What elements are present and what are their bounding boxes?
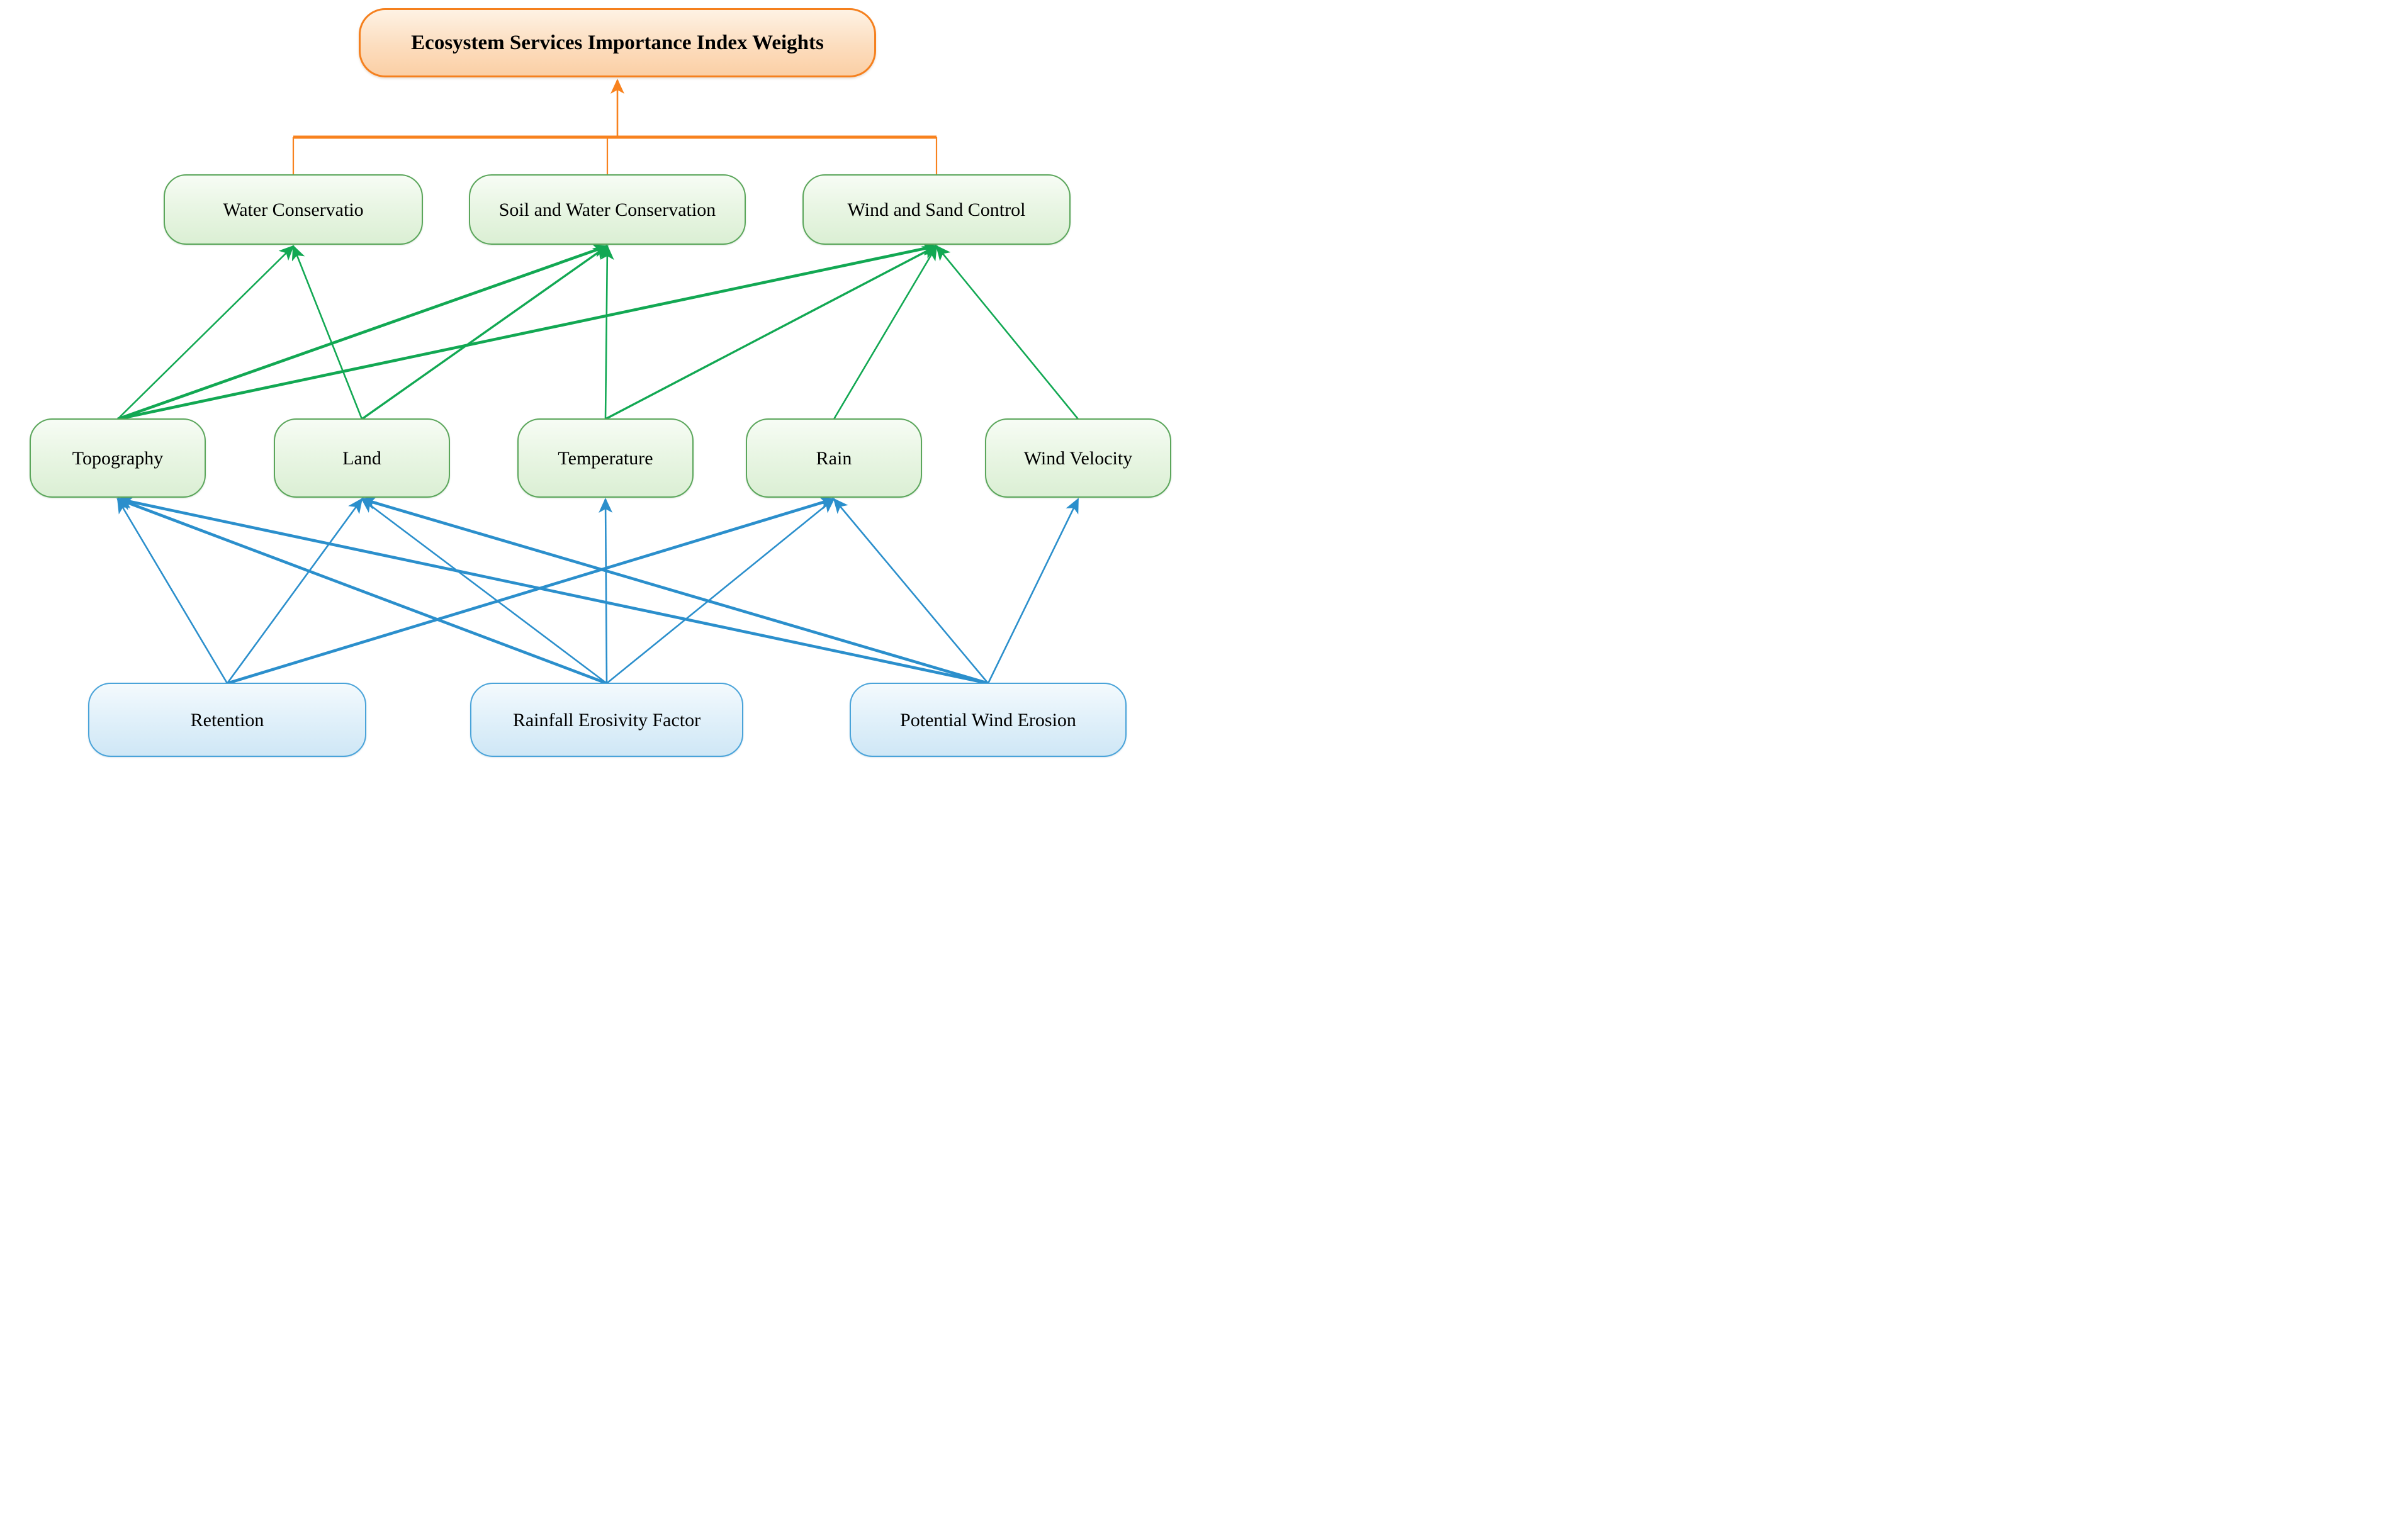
- edge-line: [605, 245, 938, 420]
- edge-line: [361, 245, 609, 420]
- edge-line: [361, 498, 607, 685]
- edge-line: [227, 496, 835, 685]
- edge-line: [833, 498, 989, 684]
- edge-line: [606, 498, 835, 685]
- edge-line: [117, 242, 938, 421]
- edge-line: [226, 498, 363, 684]
- node-retention: Retention: [88, 683, 366, 757]
- node-wind-and-sand-control: Wind and Sand Control: [802, 174, 1071, 245]
- node-wind-velocity: Wind Velocity: [985, 418, 1171, 498]
- node-water-conservation: Water Conservatio: [164, 174, 423, 245]
- ecosystem-services-weights-diagram: Ecosystem Services Importance Index Weig…: [0, 0, 1204, 759]
- node-rain: Rain: [746, 418, 922, 498]
- edge-line: [117, 245, 295, 420]
- node-temperature: Temperature: [517, 418, 694, 498]
- edge-line: [935, 245, 1079, 420]
- connector-lines-layer: [116, 79, 1079, 685]
- edge-line: [291, 245, 363, 420]
- node-goal-esiw: Ecosystem Services Importance Index Weig…: [359, 8, 876, 77]
- node-rainfall-erosivity-factor: Rainfall Erosivity Factor: [470, 683, 743, 757]
- edge-line: [116, 498, 228, 684]
- edge-line: [116, 495, 989, 685]
- node-soil-and-water-conservation: Soil and Water Conservation: [469, 174, 746, 245]
- edge-line: [987, 498, 1079, 684]
- node-potential-wind-erosion: Potential Wind Erosion: [850, 683, 1127, 757]
- node-topography: Topography: [30, 418, 206, 498]
- edge-line: [117, 244, 609, 421]
- edge-line: [833, 245, 938, 420]
- edge-line: [116, 497, 607, 685]
- node-land: Land: [274, 418, 450, 498]
- edge-line: [599, 498, 613, 684]
- edge-line: [361, 496, 989, 685]
- edge-line: [600, 245, 614, 420]
